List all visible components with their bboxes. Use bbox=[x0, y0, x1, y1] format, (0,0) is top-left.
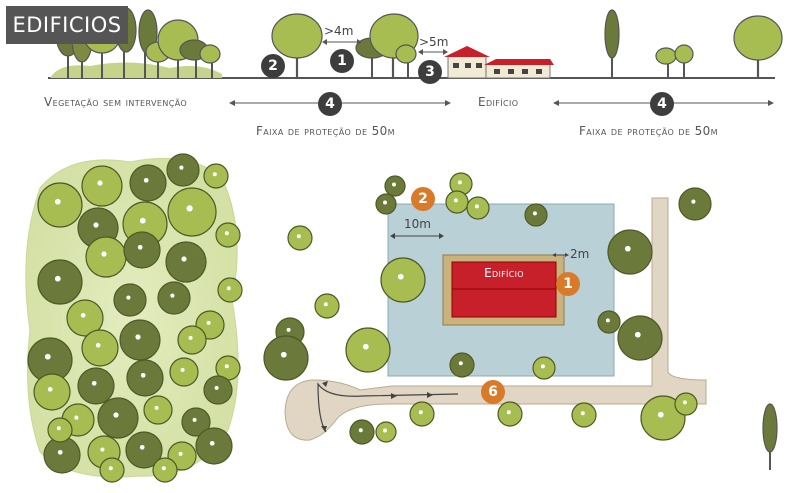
tree-canopy bbox=[66, 299, 104, 337]
strip-left-label: Faixa de proteção de 50m bbox=[256, 124, 395, 138]
tree-canopy bbox=[449, 352, 475, 378]
tree-canopy bbox=[152, 457, 178, 483]
tree-canopy bbox=[640, 395, 686, 441]
tree-canopy bbox=[33, 373, 71, 411]
tree-canopy bbox=[384, 175, 406, 197]
tree-canopy bbox=[169, 357, 199, 387]
tree-canopy bbox=[47, 417, 73, 443]
marker-2-plan: 2 bbox=[411, 187, 435, 211]
page-title: EDIFICIOS bbox=[12, 13, 122, 37]
tree-canopy bbox=[203, 375, 233, 405]
tree-canopy bbox=[181, 407, 211, 437]
marker-1-profile: 1 bbox=[330, 49, 354, 73]
tree-canopy bbox=[167, 187, 217, 237]
tree-canopy bbox=[380, 257, 426, 303]
building-plan-label: Edifício bbox=[484, 266, 524, 280]
forest-trees bbox=[27, 153, 243, 483]
plan-view bbox=[263, 172, 712, 445]
tree-canopy bbox=[97, 397, 139, 439]
tree-canopy bbox=[43, 436, 81, 474]
profile-tree-group-middle bbox=[271, 13, 419, 78]
profile-view bbox=[48, 7, 783, 106]
tree-canopy bbox=[129, 164, 167, 202]
plan-trees bbox=[263, 172, 712, 445]
tree-canopy bbox=[674, 392, 698, 416]
tree-canopy bbox=[123, 231, 161, 269]
title-box bbox=[6, 6, 128, 44]
tree-canopy bbox=[126, 359, 164, 397]
tree-canopy bbox=[37, 259, 83, 305]
tree-canopy bbox=[571, 402, 597, 428]
tree-canopy bbox=[597, 310, 621, 334]
tree-canopy bbox=[143, 395, 173, 425]
marker-3-profile: 3 bbox=[418, 60, 442, 84]
tree-canopy bbox=[165, 241, 207, 283]
tree-canopy bbox=[125, 431, 163, 469]
tree-canopy bbox=[445, 190, 469, 214]
marker-4-left: 4 bbox=[318, 92, 342, 116]
tree-canopy bbox=[203, 163, 229, 189]
tree-canopy bbox=[409, 401, 435, 427]
tree-canopy bbox=[497, 401, 523, 427]
tree-canopy bbox=[85, 236, 127, 278]
tree-canopy bbox=[375, 421, 397, 443]
unmanaged-forest bbox=[25, 153, 243, 483]
tree-canopy bbox=[524, 203, 548, 227]
turnaround-path bbox=[317, 382, 459, 433]
tree-canopy bbox=[617, 315, 663, 361]
tree-canopy bbox=[678, 187, 712, 221]
tree-canopy bbox=[77, 367, 115, 405]
profile-distance-arrows bbox=[322, 39, 448, 55]
building-profile-label: Edifício bbox=[478, 95, 519, 109]
tree-canopy bbox=[37, 182, 83, 228]
vegetation-label: Vegetação sem intervenção bbox=[44, 95, 188, 109]
tree-canopy bbox=[466, 196, 490, 220]
strip-right-label: Faixa de proteção de 50m bbox=[579, 124, 718, 138]
distance-4m-label: >4m bbox=[324, 24, 354, 38]
tree-canopy bbox=[345, 327, 391, 373]
tree-canopy bbox=[177, 325, 207, 355]
tree-canopy bbox=[81, 165, 123, 207]
tree-canopy bbox=[81, 329, 119, 367]
tree-canopy bbox=[215, 222, 241, 248]
tree-canopy bbox=[532, 356, 556, 380]
tree-canopy bbox=[195, 427, 233, 465]
distance-10m-label: 10m bbox=[404, 217, 431, 231]
tree-canopy bbox=[314, 293, 340, 319]
marker-2-profile: 2 bbox=[261, 54, 285, 78]
marker-1-plan: 1 bbox=[556, 272, 580, 296]
conifer-crown bbox=[762, 403, 778, 453]
tree-canopy bbox=[287, 225, 313, 251]
tree-canopy bbox=[119, 319, 161, 361]
tree-canopy bbox=[349, 419, 375, 445]
tree-canopy bbox=[375, 193, 397, 215]
profile-building bbox=[444, 46, 554, 79]
tree-canopy bbox=[263, 335, 309, 381]
tree-canopy bbox=[217, 277, 243, 303]
marker-6-plan: 6 bbox=[481, 380, 505, 404]
tree-canopy bbox=[166, 153, 200, 187]
tree-canopy bbox=[607, 229, 653, 275]
tree-canopy bbox=[99, 457, 125, 483]
tree-canopy bbox=[113, 283, 147, 317]
distance-2m-label: 2m bbox=[570, 247, 590, 261]
marker-4-right: 4 bbox=[650, 92, 674, 116]
tree-canopy bbox=[157, 281, 191, 315]
distance-5m-label: >5m bbox=[419, 35, 449, 49]
profile-tree-group-right bbox=[604, 9, 783, 78]
